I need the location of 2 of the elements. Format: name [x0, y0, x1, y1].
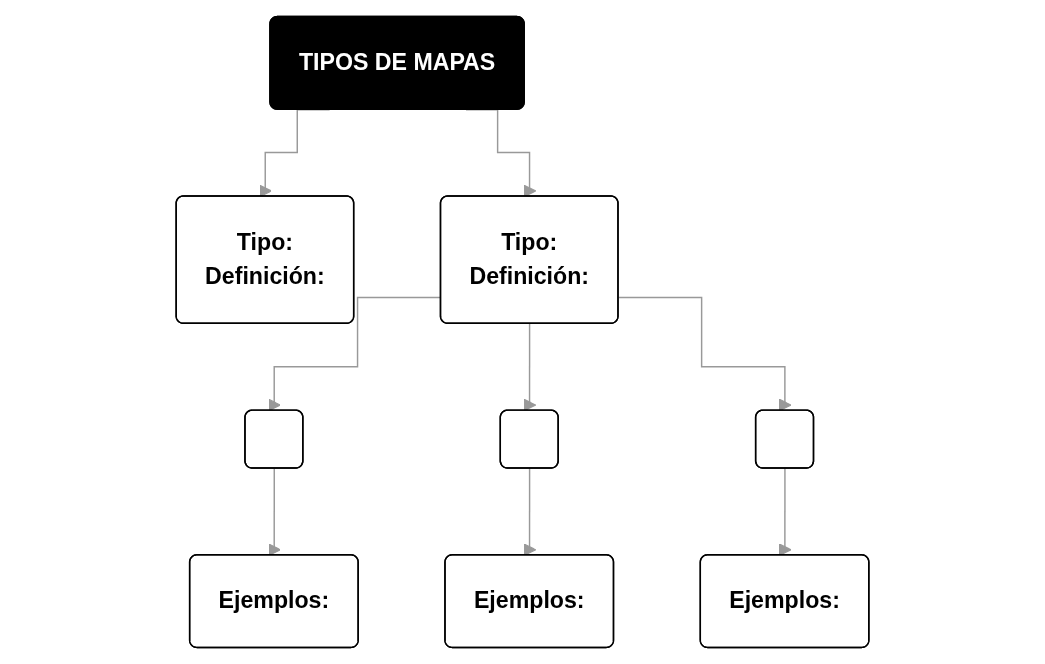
arrow: [523, 323, 537, 412]
arrow: [617, 296, 792, 412]
